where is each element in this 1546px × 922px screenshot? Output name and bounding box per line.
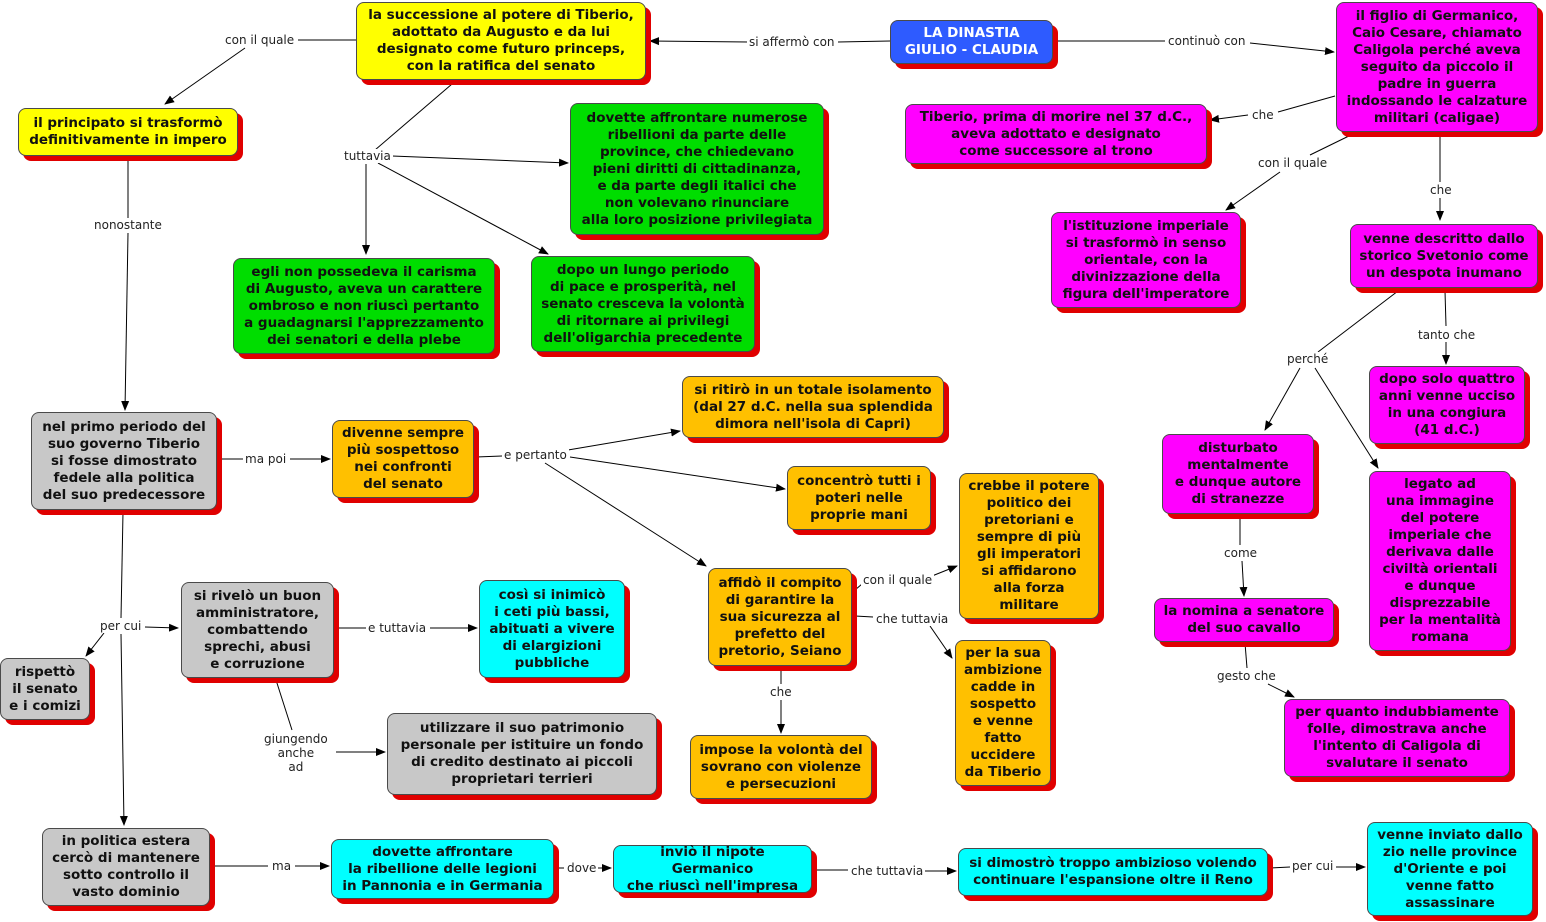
link-label-per-cui: per cui	[98, 619, 144, 633]
node-estera[interactable]: in politica estera cercò di mantenere so…	[42, 828, 210, 906]
node-svetonio[interactable]: venne descritto dallo storico Svetonio c…	[1350, 224, 1538, 288]
link-label-gesto-che: gesto che	[1215, 669, 1278, 683]
link-label-ma: ma	[270, 859, 294, 873]
node-primo-periodo[interactable]: nel primo periodo del suo governo Tiberi…	[31, 412, 217, 510]
node-carisma[interactable]: egli non possedeva il carisma di Augusto…	[233, 258, 495, 354]
node-germanico[interactable]: inviò il nipote Germanico che riuscì nel…	[613, 844, 812, 894]
link-label-come: come	[1222, 546, 1260, 560]
link-label-tanto-che: tanto che	[1416, 328, 1478, 342]
node-pace[interactable]: dopo un lungo periodo di pace e prosperi…	[531, 256, 755, 352]
link-label-per-cui: per cui	[1290, 859, 1336, 873]
link-label-con-il-quale: con il quale	[223, 33, 297, 47]
link-label-con-il-quale: con il quale	[1256, 156, 1330, 170]
link-label-e-pertanto: e pertanto	[502, 448, 569, 462]
node-tiberio-morte[interactable]: Tiberio, prima di morire nel 37 d.C., av…	[905, 104, 1207, 164]
node-poteri[interactable]: concentrò tutti i poteri nelle proprie m…	[787, 466, 931, 530]
node-reno[interactable]: si dimostrò troppo ambizioso volendo con…	[958, 848, 1268, 896]
link-label-perche: perché	[1285, 352, 1331, 366]
node-ambizione[interactable]: per la sua ambizione cadde in sospetto e…	[955, 640, 1051, 786]
node-patrimonio[interactable]: utilizzare il suo patrimonio personale p…	[387, 713, 657, 795]
node-pretoriani[interactable]: crebbe il potere politico dei pretoriani…	[959, 473, 1099, 619]
link-label-e-tuttavia: e tuttavia	[366, 621, 429, 635]
node-rispetto[interactable]: rispettò il senato e i comizi	[0, 658, 90, 720]
link-label-che-tuttavia: che tuttavia	[849, 864, 926, 878]
node-ribellioni[interactable]: dovette affrontare numerose ribellioni d…	[570, 103, 824, 235]
node-legato[interactable]: legato ad una immagine del potere imperi…	[1369, 471, 1511, 651]
node-sospettoso[interactable]: divenne sempre più sospettoso nei confro…	[332, 420, 474, 498]
node-inimico[interactable]: così si inimicò i ceti più bassi, abitua…	[479, 580, 625, 678]
node-seiano[interactable]: affidò il compito di garantire la sua si…	[708, 568, 852, 666]
node-cavallo[interactable]: la nomina a senatore del suo cavallo	[1154, 598, 1334, 642]
link-label-che: che	[768, 685, 794, 699]
node-amministratore[interactable]: si rivelò un buon amministratore, combat…	[181, 582, 334, 678]
node-folle[interactable]: per quanto indubbiamente folle, dimostra…	[1284, 699, 1510, 777]
link-label-che: che	[1250, 108, 1276, 122]
link-label-nonostante: nonostante	[92, 218, 164, 232]
node-figlio[interactable]: il figlio di Germanico, Caio Cesare, chi…	[1336, 2, 1538, 132]
node-impose[interactable]: impose la volontà del sovrano con violen…	[690, 735, 872, 799]
node-istituzione[interactable]: l'istituzione imperiale si trasformò in …	[1051, 212, 1241, 308]
node-isolamento[interactable]: si ritirò in un totale isolamento (dal 2…	[682, 376, 944, 438]
link-label-che: che	[1428, 183, 1454, 197]
link-label-dove: dove	[565, 861, 599, 875]
link-label-che-tuttavia: che tuttavia	[874, 612, 951, 626]
link-label-si-affermo: si affermò con	[747, 35, 837, 49]
link-label-ma-poi: ma poi	[243, 452, 289, 466]
node-principato[interactable]: il principato si trasformò definitivamen…	[18, 108, 238, 156]
node-ucciso[interactable]: dopo solo quattro anni venne ucciso in u…	[1369, 366, 1525, 444]
node-oriente[interactable]: venne inviato dallo zio nelle province d…	[1367, 822, 1533, 916]
root-node[interactable]: LA DINASTIA GIULIO - CLAUDIA	[890, 20, 1053, 64]
node-pannonia[interactable]: dovette affrontare la ribellione delle l…	[331, 839, 554, 899]
link-label-con-il-quale: con il quale	[861, 573, 935, 587]
link-label-continuo: continuò con	[1166, 34, 1248, 48]
node-disturbato[interactable]: disturbato mentalmente e dunque autore d…	[1162, 434, 1314, 514]
node-successione[interactable]: la successione al potere di Tiberio, ado…	[356, 2, 646, 80]
link-label-tuttavia: tuttavia	[342, 149, 393, 163]
link-label-giungendo: giungendo anche ad	[262, 732, 330, 774]
